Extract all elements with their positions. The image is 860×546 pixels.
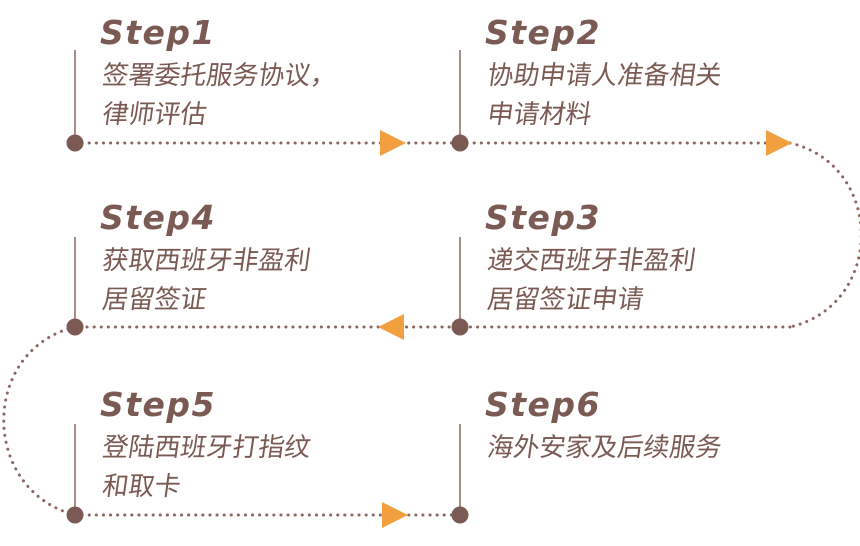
connector-left-curve [2,325,77,517]
arrow-right-icon [766,130,792,156]
step-description: 海外安家及后续服务 [485,433,724,463]
arrow-right-icon [380,130,406,156]
step-description: 律师评估 [100,100,209,130]
step-title: Step2 [485,13,602,52]
step-description: 居留签证 [100,285,209,315]
step-description: 递交西班牙非盈利 [485,246,698,276]
node-dot-step2 [451,134,469,152]
direction-arrows [378,130,792,528]
step-title: Step6 [485,385,602,424]
node-dot-step3 [451,318,469,336]
node-dot-step4 [66,318,84,336]
step-description: 和取卡 [100,472,183,502]
vertical-lines [74,50,461,515]
step-title: Step1 [100,13,217,52]
node-dot-step5 [66,506,84,524]
step-description: 获取西班牙非盈利 [100,246,313,276]
node-dot-step6 [451,506,469,524]
connector-right-curve [788,141,860,329]
step-description: 申请材料 [485,100,594,130]
step-description: 登陆西班牙打指纹 [100,433,313,463]
step-title: Step5 [100,385,217,424]
node-dots [66,134,469,524]
step-description: 签署委托服务协议， [100,61,339,91]
arrow-right-icon [382,502,408,528]
step-description: 协助申请人准备相关 [485,61,724,91]
step-title: Step3 [485,198,602,237]
node-dot-step1 [66,134,84,152]
step-description: 居留签证申请 [485,285,646,315]
arrow-left-icon [378,314,404,340]
step-title: Step4 [100,198,217,237]
